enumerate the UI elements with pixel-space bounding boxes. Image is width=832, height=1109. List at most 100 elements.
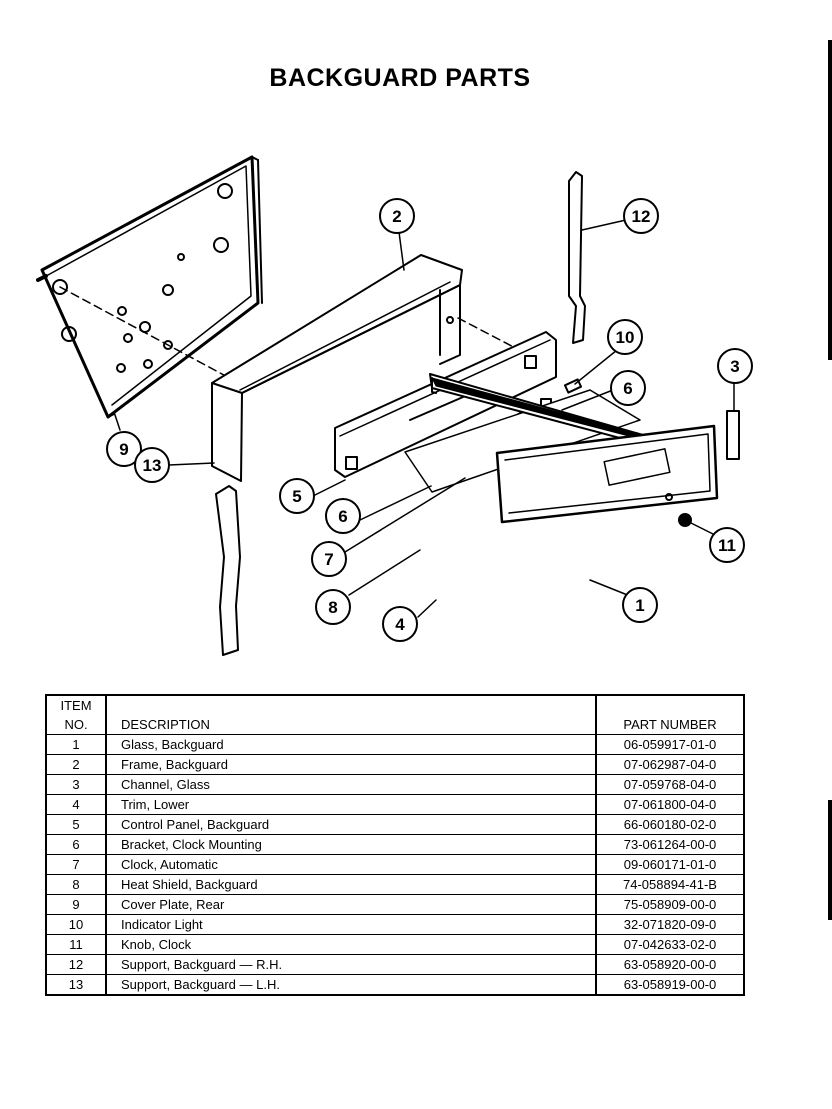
frame-backguard-drawing	[211, 254, 463, 482]
callout-13: 13	[134, 447, 170, 483]
callout-4: 4	[382, 606, 418, 642]
callout-7: 7	[311, 541, 347, 577]
item-header-line1: ITEM	[60, 698, 92, 713]
svg-text:11: 11	[718, 536, 736, 555]
part-number-cell: 07-059768-04-0	[596, 774, 744, 795]
item-no-cell: 9	[46, 894, 107, 915]
part-number-cell: 63-058919-00-0	[596, 974, 744, 995]
svg-text:3: 3	[730, 357, 739, 376]
callout-11: 11	[709, 527, 745, 563]
support-rh-drawing	[568, 171, 586, 344]
part-number-cell: 07-042633-02-0	[596, 934, 744, 955]
description-cell: Control Panel, Backguard	[106, 814, 597, 835]
svg-text:10: 10	[616, 328, 635, 347]
callout-2: 2	[379, 198, 415, 234]
svg-text:9: 9	[119, 440, 128, 459]
svg-text:4: 4	[395, 615, 405, 634]
description-cell: Bracket, Clock Mounting	[106, 834, 597, 855]
callout-6-lower: 6	[325, 498, 361, 534]
part-number-cell: 75-058909-00-0	[596, 894, 744, 915]
part-number-cell: 66-060180-02-0	[596, 814, 744, 835]
callout-8: 8	[315, 589, 351, 625]
svg-text:6: 6	[623, 379, 632, 398]
part-number-cell: 09-060171-01-0	[596, 854, 744, 875]
description-cell: Indicator Light	[106, 914, 597, 935]
item-no-cell: 11	[46, 934, 107, 955]
description-header: DESCRIPTION	[106, 695, 597, 735]
part-number-cell: 07-062987-04-0	[596, 754, 744, 775]
item-no-cell: 2	[46, 754, 107, 775]
part-number-header: PART NUMBER	[623, 717, 717, 732]
scan-edge-mark-lower	[828, 800, 832, 920]
svg-text:6: 6	[338, 507, 347, 526]
table-header-row: ITEM NO. DESCRIPTION PART NUMBER	[46, 695, 744, 735]
description-cell: Knob, Clock	[106, 934, 597, 955]
scan-edge-mark	[828, 40, 832, 360]
item-no-cell: 5	[46, 814, 107, 835]
description-cell: Clock, Automatic	[106, 854, 597, 875]
item-no-cell: 3	[46, 774, 107, 795]
item-no-cell: 13	[46, 974, 107, 995]
svg-text:5: 5	[292, 487, 301, 506]
part-number-cell: 74-058894-41-B	[596, 874, 744, 895]
description-cell: Channel, Glass	[106, 774, 597, 795]
clock-knob-drawing	[678, 513, 692, 527]
item-no-cell: 12	[46, 954, 107, 975]
item-no-cell: 1	[46, 734, 107, 755]
svg-text:1: 1	[635, 596, 644, 615]
callout-12: 12	[623, 198, 659, 234]
cover-plate-rear-drawing	[36, 155, 263, 419]
callout-1: 1	[622, 587, 658, 623]
trim-lower-drawing	[429, 373, 657, 447]
page-title: BACKGUARD PARTS	[269, 64, 531, 92]
svg-text:2: 2	[392, 207, 401, 226]
item-no-cell: 7	[46, 854, 107, 875]
part-number-cell: 07-061800-04-0	[596, 794, 744, 815]
callout-9: 9	[106, 431, 142, 467]
support-lh-drawing	[215, 485, 241, 656]
item-no-cell: 10	[46, 914, 107, 935]
description-cell: Cover Plate, Rear	[106, 894, 597, 915]
description-cell: Glass, Backguard	[106, 734, 597, 755]
callout-6-upper: 6	[610, 370, 646, 406]
item-header-line2: NO.	[64, 717, 88, 732]
description-cell: Trim, Lower	[106, 794, 597, 815]
svg-text:7: 7	[324, 550, 333, 569]
item-no-cell: 4	[46, 794, 107, 815]
callout-10: 10	[607, 319, 643, 355]
description-cell: Support, Backguard — L.H.	[106, 974, 597, 995]
callout-3: 3	[717, 348, 753, 384]
description-cell: Support, Backguard — R.H.	[106, 954, 597, 975]
item-no-cell: 8	[46, 874, 107, 895]
description-cell: Frame, Backguard	[106, 754, 597, 775]
glass-backguard-drawing	[495, 424, 719, 524]
channel-glass-drawing	[726, 410, 740, 460]
svg-text:13: 13	[143, 456, 162, 475]
description-cell: Heat Shield, Backguard	[106, 874, 597, 895]
item-no-cell: 6	[46, 834, 107, 855]
item-no-header: ITEM NO.	[46, 695, 107, 735]
part-number-cell: 32-071820-09-0	[596, 914, 744, 935]
callout-5: 5	[279, 478, 315, 514]
svg-text:12: 12	[632, 207, 651, 226]
exploded-parts-diagram: 9 2 12 10 6 3 5 6 7 13 8 4 11 1	[36, 155, 753, 656]
part-number-cell: 06-059917-01-0	[596, 734, 744, 755]
svg-text:8: 8	[328, 598, 337, 617]
part-number-cell: 73-061264-00-0	[596, 834, 744, 855]
